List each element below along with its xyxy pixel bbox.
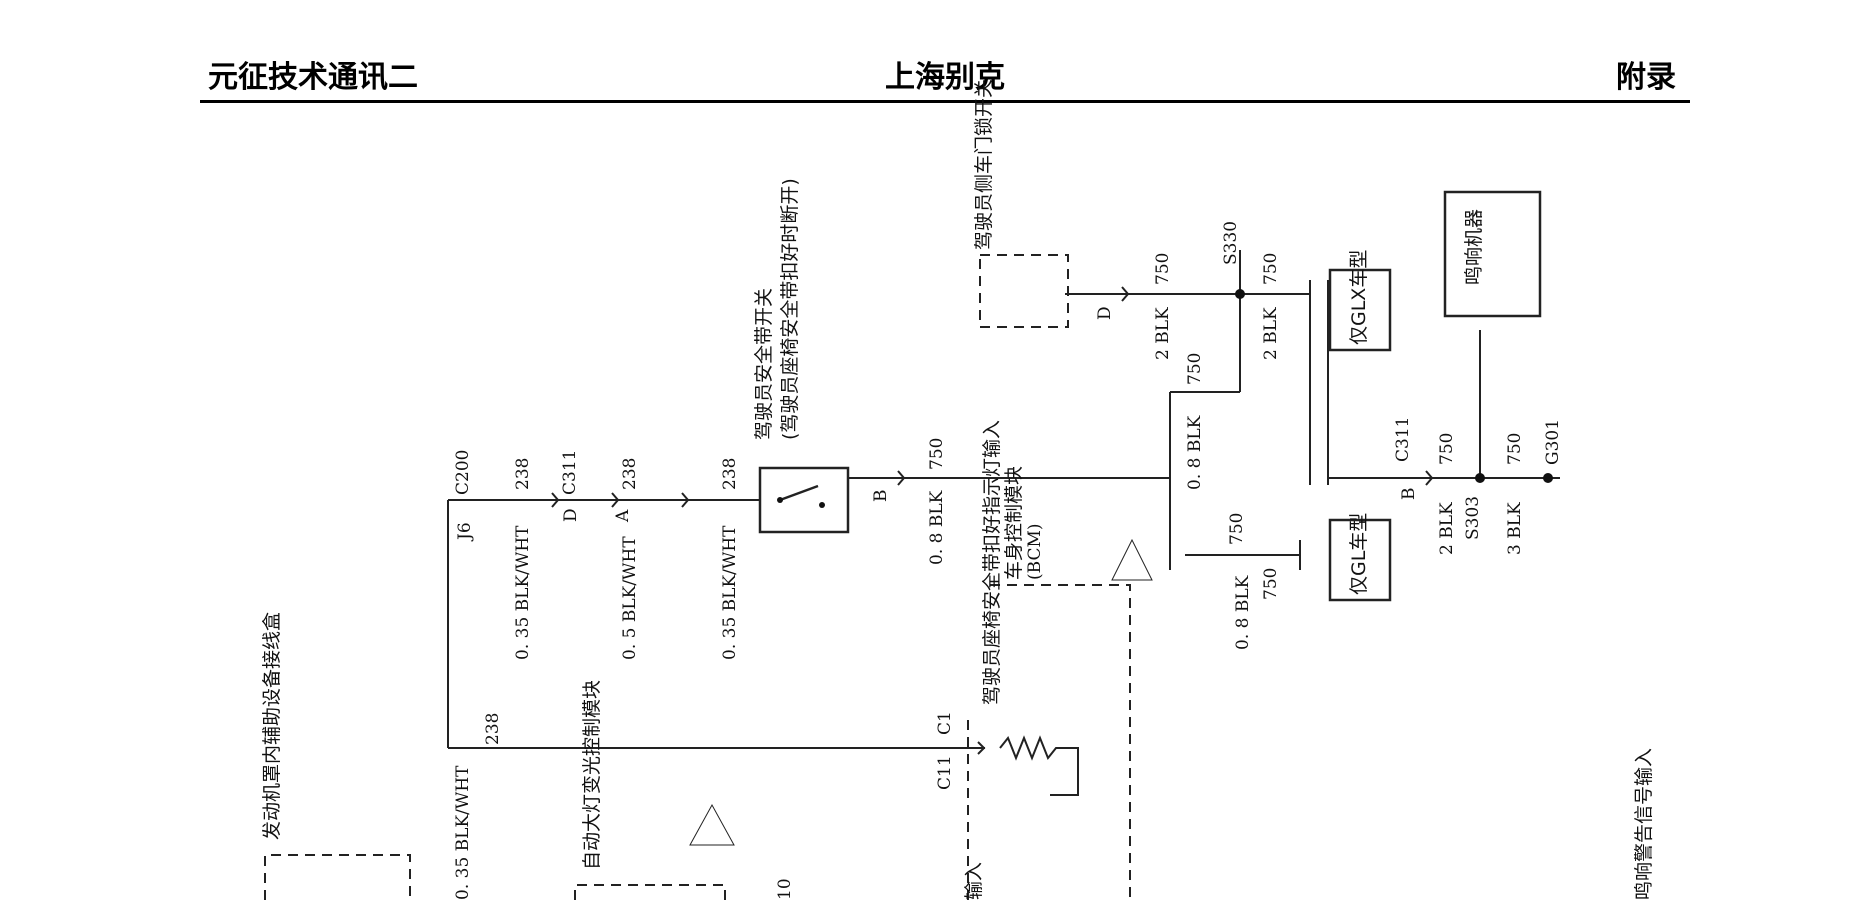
wire-238b: 238 [620,458,640,490]
gl-top-box [1328,268,1392,352]
label-engine-fuse-box: 发动机罩内辅助设备接线盒 [261,612,283,840]
wire-gauge-2: 0. 5 BLK/WHT [620,536,640,660]
label-pin-d2: D [1095,306,1115,320]
label-s303: S303 [1463,496,1483,540]
wire-paths [447,250,1560,749]
label-chime-module: 鸣响机器 [1463,209,1485,285]
label-bcm-input: 驾驶员座椅安全带扣好指示灯输入 [981,420,1003,705]
label-bcm-code: (BCM) [1025,524,1045,581]
wire-750g: 750 [1505,433,1525,465]
wire-gauge-6: 2 BLK [1261,307,1281,360]
label-s330: S330 [1221,221,1241,265]
label-pin-d: D [561,508,581,522]
label-gl-top: 仅GLX车型 [1348,250,1370,345]
header-left-title: 元征技术通讯二 [208,60,418,95]
label-c200: C200 [453,450,473,495]
wire-750c: 750 [1261,253,1281,285]
wire-gauge-7: 0. 8 BLK [1185,415,1205,490]
wire-750h: 750 [1261,568,1281,600]
label-c311-top: C311 [560,450,580,495]
wire-750a: 750 [927,438,947,470]
label-j6: J6 [455,522,475,542]
wire-gauge-10: 3 BLK [1505,502,1525,555]
gl-bottom-box [1328,518,1392,602]
resistor-symbol [999,735,1079,796]
chime-module-box [1443,190,1542,318]
label-driver-seat-switch: 驾驶员安全带开关 [753,288,775,440]
label-door-lock-switch: 驾驶员侧车门锁开关 [973,79,995,250]
ground-g301 [1543,473,1553,483]
seatbelt-switch-symbol [758,466,850,534]
wire-238a: 238 [513,458,533,490]
header-center-title: 上海别克 [885,60,1005,95]
wire-750f: 750 [1437,433,1457,465]
label-body-control-module: 车身控制模块 [1003,466,1025,580]
label-g301: G301 [1543,419,1563,465]
connector-marks [551,286,1434,755]
label-warning-input: 鸣响警告信号输入 [1633,748,1655,900]
label-gl-bottom: 仅GL车型 [1348,513,1370,595]
header-right-title: 附录 [1616,60,1676,95]
label-pin-b2: B [1399,488,1419,501]
wire-238d: 238 [483,713,503,745]
wire-gauge-4: 0. 8 BLK [927,490,947,565]
splice-s303 [1475,473,1485,483]
splice-s330 [1235,289,1245,299]
dashed-feeds [264,254,1481,900]
esd-warning-icon [1111,538,1153,581]
label-pin-a: A [613,509,633,523]
label-c1: C1 [935,711,955,735]
esd-warning-icon-2 [689,803,735,846]
label-left-partial: 10 [775,878,795,900]
wire-gauge-11: 0. 35 BLK/WHT [453,765,473,900]
wire-238c: 238 [720,458,740,490]
wire-750e: 750 [1227,513,1247,545]
label-headlamp-module: 自动大灯变光控制模块 [581,680,603,870]
label-pin-b: B [871,490,891,503]
label-c11: C11 [935,755,955,790]
wire-750d: 750 [1185,353,1205,385]
wire-gauge-9: 2 BLK [1437,502,1457,555]
wire-gauge-5: 2 BLK [1153,307,1173,360]
label-driver-seat-switch-note: (驾驶员座椅安全带扣好时断开) [779,178,801,440]
page-header: 元征技术通讯二 上海别克 附录 [200,58,1690,102]
wire-gauge-3: 0. 35 BLK/WHT [720,525,740,660]
wire-750b: 750 [1153,253,1173,285]
wire-gauge-1: 0. 35 BLK/WHT [513,525,533,660]
label-c311-mid: C311 [1393,417,1413,462]
wire-gauge-8: 0. 8 BLK [1233,575,1253,650]
header-rule [200,100,1690,103]
label-partial-input: 输入 [963,862,985,900]
